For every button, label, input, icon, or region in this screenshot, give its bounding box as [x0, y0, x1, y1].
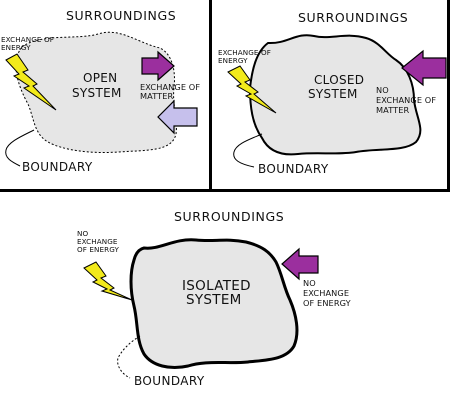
isolated-energy-label-line1: NO: [77, 229, 88, 238]
isolated-right-label-line3: OF ENERGY: [303, 298, 352, 308]
open-system-region: [15, 31, 177, 153]
lightning-bolt-icon: [227, 65, 277, 114]
isolated-system-label-line1: ISOLATED: [182, 278, 251, 294]
arrow-left-icon: [157, 99, 198, 135]
open-energy-label-line1: EXCHANGE OF: [1, 35, 54, 44]
open-system-label-line2: SYSTEM: [72, 86, 122, 100]
open-system-panel: SURROUNDINGS OPEN SYSTEM EXCHANGE OF ENE…: [1, 8, 200, 174]
closed-energy-label-line2: ENERGY: [218, 56, 248, 65]
open-matter-label-line1: EXCHANGE OF: [140, 82, 200, 92]
closed-system-region: [248, 34, 422, 156]
isolated-energy-label-line3: OF ENERGY: [77, 245, 120, 254]
closed-energy-label-line1: EXCHANGE OF: [218, 48, 271, 57]
isolated-surroundings-label: SURROUNDINGS: [174, 209, 284, 224]
open-matter-label-line2: MATTER: [140, 91, 174, 101]
isolated-system-label-line2: SYSTEM: [186, 292, 242, 308]
open-boundary-pointer: [5, 129, 35, 167]
closed-matter-label-line3: MATTER: [376, 105, 410, 115]
isolated-right-label-line1: NO: [303, 278, 316, 288]
open-system-label-line1: OPEN: [83, 71, 117, 85]
open-energy-label-line2: ENERGY: [1, 43, 31, 52]
lightning-bolt-icon: [5, 53, 57, 111]
isolated-boundary-pointer: [117, 335, 141, 379]
arrow-left-icon: [401, 49, 447, 87]
open-surroundings-label: SURROUNDINGS: [66, 8, 176, 23]
closed-boundary-pointer: [233, 133, 263, 168]
isolated-system-panel: SURROUNDINGS ISOLATED SYSTEM NO EXCHANGE…: [77, 209, 352, 388]
arrow-right-icon: [141, 50, 175, 82]
closed-system-panel: SURROUNDINGS CLOSED SYSTEM EXCHANGE OF E…: [218, 10, 447, 176]
isolated-right-label-line2: EXCHANGE: [303, 288, 349, 298]
isolated-system-region: [129, 238, 299, 369]
closed-surroundings-label: SURROUNDINGS: [298, 10, 408, 25]
closed-boundary-label: BOUNDARY: [258, 162, 329, 176]
open-boundary-label: BOUNDARY: [22, 160, 93, 174]
closed-system-label-line1: CLOSED: [314, 73, 364, 87]
closed-matter-label-line2: EXCHANGE OF: [376, 95, 436, 105]
closed-matter-label-line1: NO: [376, 85, 389, 95]
closed-system-label-line2: SYSTEM: [308, 87, 358, 101]
lightning-bolt-icon: [83, 261, 133, 301]
isolated-boundary-label: BOUNDARY: [134, 374, 205, 388]
arrow-left-icon: [281, 247, 319, 281]
isolated-energy-label-line2: EXCHANGE: [77, 237, 118, 246]
